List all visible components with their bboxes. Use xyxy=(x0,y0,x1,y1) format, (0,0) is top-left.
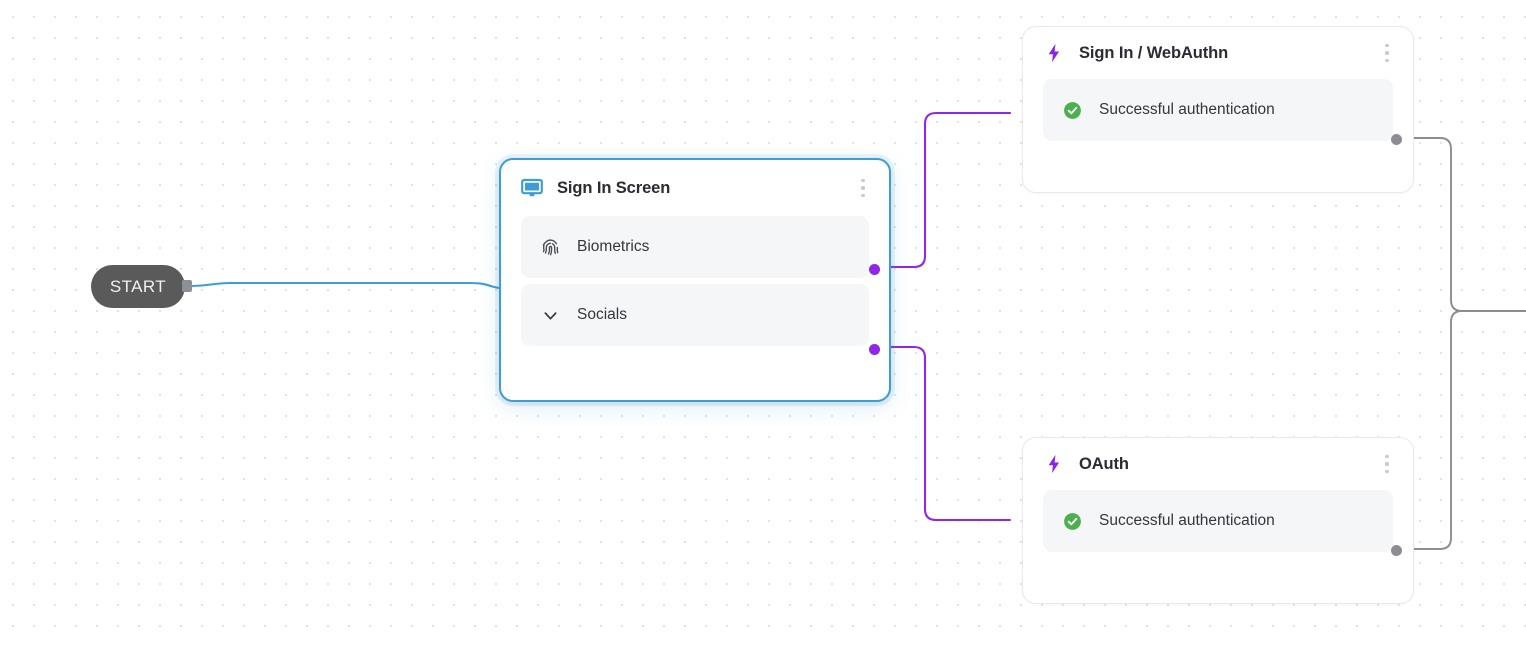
node-body: Biometrics Socials xyxy=(501,216,889,364)
check-circle-icon xyxy=(1061,510,1083,532)
lightning-bolt-icon xyxy=(1041,451,1067,477)
node-row-successful-authentication[interactable]: Successful authentication xyxy=(1043,490,1393,552)
node-header: Sign In / WebAuthn xyxy=(1023,27,1413,79)
handle-socials-output[interactable] xyxy=(869,344,880,355)
node-row-label: Socials xyxy=(577,306,627,323)
chevron-down-icon xyxy=(539,304,561,326)
fingerprint-icon xyxy=(539,236,561,258)
handle-oauth-output[interactable] xyxy=(1391,545,1402,556)
node-oauth[interactable]: OAuth Successful authentication xyxy=(1022,437,1414,604)
node-header: Sign In Screen xyxy=(501,160,889,216)
node-sign-in-screen[interactable]: Sign In Screen xyxy=(499,158,891,402)
check-circle-icon xyxy=(1061,99,1083,121)
node-body: Successful authentication xyxy=(1023,490,1413,568)
node-header: OAuth xyxy=(1023,438,1413,490)
node-title: Sign In / WebAuthn xyxy=(1079,43,1229,62)
node-title: OAuth xyxy=(1079,454,1129,473)
start-node-label: START xyxy=(109,276,167,296)
node-row-successful-authentication[interactable]: Successful authentication xyxy=(1043,79,1393,141)
kebab-menu-icon[interactable] xyxy=(1377,40,1397,66)
handle-webauthn-output[interactable] xyxy=(1391,134,1402,145)
kebab-menu-icon[interactable] xyxy=(1377,451,1397,477)
edge-socials-to-oauth xyxy=(872,345,1012,522)
node-row-biometrics[interactable]: Biometrics xyxy=(521,216,869,278)
handle-biometrics-output[interactable] xyxy=(869,264,880,275)
node-sign-in-webauthn[interactable]: Sign In / WebAuthn Successful authentica… xyxy=(1022,26,1414,193)
node-row-label: Biometrics xyxy=(577,238,650,255)
node-row-socials[interactable]: Socials xyxy=(521,284,869,346)
node-row-label: Successful authentication xyxy=(1099,512,1275,529)
start-output-handle[interactable] xyxy=(182,280,192,292)
start-node[interactable]: START xyxy=(91,265,185,308)
node-row-label: Successful authentication xyxy=(1099,101,1275,118)
edge-biometrics-to-webauthn xyxy=(872,111,1012,269)
edge-start-to-signin xyxy=(188,281,502,290)
kebab-menu-icon[interactable] xyxy=(853,175,873,201)
edge-oauth-output xyxy=(1395,310,1526,550)
node-title: Sign In Screen xyxy=(557,178,671,197)
edge-webauthn-output xyxy=(1395,137,1526,312)
monitor-icon xyxy=(519,175,545,201)
lightning-bolt-icon xyxy=(1041,40,1067,66)
node-body: Successful authentication xyxy=(1023,79,1413,157)
